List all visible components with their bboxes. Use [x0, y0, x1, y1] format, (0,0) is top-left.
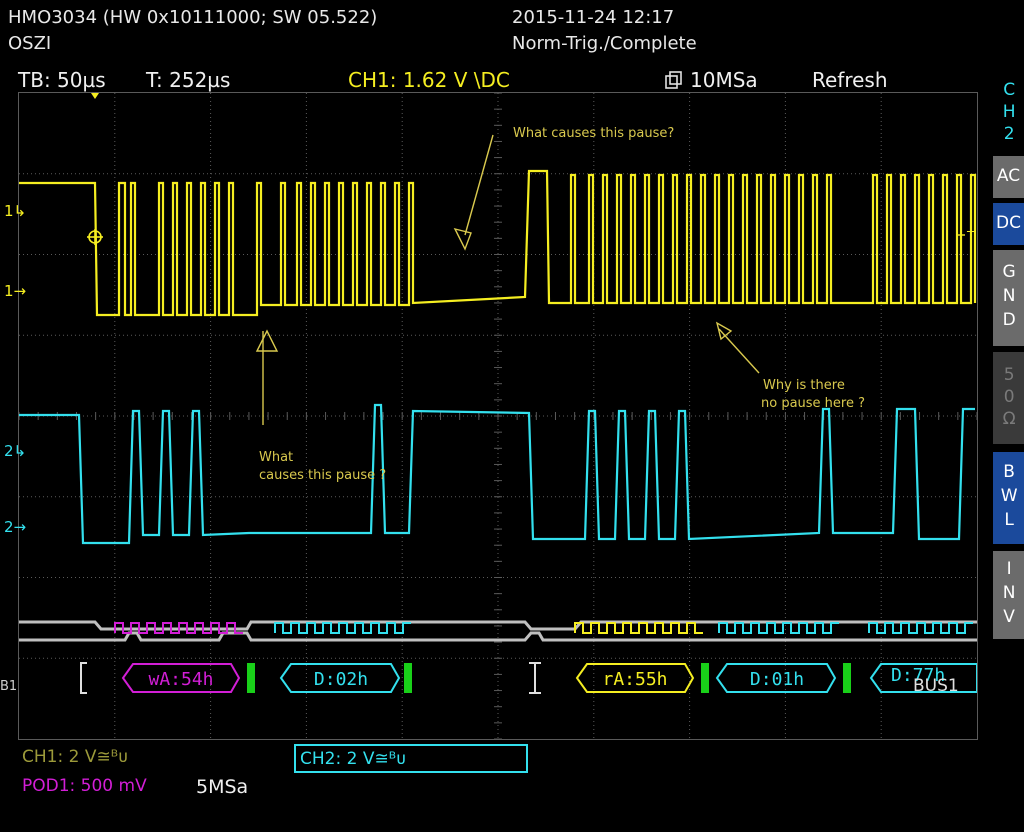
memory-stack-icon [664, 70, 684, 90]
ch2-scale-readout: CH2: 2 V≅ᴮᴜ [300, 749, 406, 769]
trigger-state: Norm-Trig./Complete [512, 33, 697, 54]
annotation-pause-left: What [259, 450, 293, 465]
trigger-level-marker[interactable]: T [957, 229, 975, 243]
bus-frame-wa54[interactable] [121, 663, 241, 693]
datetime: 2015-11-24 12:17 [512, 7, 675, 28]
coupling-gnd-button[interactable]: GND [993, 250, 1024, 346]
bus-frame-d02[interactable] [279, 663, 401, 693]
ch2-trace [19, 403, 975, 545]
waveform-display[interactable]: wA:54h D:02h rA:55h D:01h D:77h BUS1 T W… [18, 92, 978, 740]
bus-frame-label: D:02h [314, 669, 368, 690]
side-menu-title: CH2 [999, 80, 1020, 146]
bus-frame-d01[interactable] [715, 663, 837, 693]
ack-marker [247, 663, 255, 693]
coupling-dc-button[interactable]: DC [993, 203, 1024, 245]
ack-marker [404, 663, 412, 693]
impedance-50ohm-button[interactable]: 50Ω [993, 352, 1024, 444]
trigger-point-icon [87, 229, 103, 245]
bus-decode-row [80, 662, 977, 694]
instrument-model: HMO3034 (HW 0x10111000; SW 05.522) [8, 7, 378, 28]
bus-frame-label: D:77h [891, 665, 945, 686]
bandwidth-limit-button[interactable]: BWL [993, 452, 1024, 544]
ack-marker [843, 663, 851, 693]
svg-text:T: T [966, 229, 975, 243]
ch2-ground-marker[interactable]: 2→ [4, 518, 27, 536]
bus-frame-label: wA:54h [148, 669, 213, 690]
ch1-level-marker[interactable]: 1↳ [4, 202, 27, 220]
annotation-pause-top: What causes this pause? [513, 126, 674, 141]
bus-frame-label: rA:55h [602, 669, 667, 690]
ch1-trace [19, 169, 977, 317]
bus-name-label: BUS1 [913, 676, 959, 696]
pod1-sample-rate: 5MSa [196, 776, 249, 798]
bus-ref-marker[interactable]: B1 [0, 679, 18, 694]
trigger-source-readout[interactable]: CH1: 1.62 V \DC [348, 68, 510, 92]
pod1-scale-readout[interactable]: POD1: 500 mV [22, 776, 147, 796]
bus-frame-d77[interactable] [869, 663, 977, 693]
sample-rate-readout[interactable]: 10MSa [690, 68, 758, 92]
mode-label: OSZI [8, 33, 52, 54]
ch2-level-marker[interactable]: 2↳ [4, 442, 27, 460]
ack-marker [701, 663, 709, 693]
ch1-scale-readout[interactable]: CH1: 2 V≅ᴮᴜ [22, 747, 128, 767]
pod1-digital-lanes [19, 620, 977, 642]
timebase-readout[interactable]: TB: 50µs [18, 68, 106, 92]
coupling-ac-button[interactable]: AC [993, 156, 1024, 198]
waveform-plot: wA:54h D:02h rA:55h D:01h D:77h BUS1 T W… [19, 93, 977, 739]
annotation-no-pause: Why is there [763, 378, 845, 393]
annotation-arrows [255, 134, 760, 425]
trigger-time-readout[interactable]: T: 252µs [146, 68, 231, 92]
annotation-pause-left: causes this pause ? [259, 468, 386, 483]
invert-button[interactable]: INV [993, 551, 1024, 639]
ch1-ground-marker[interactable]: 1→ [4, 282, 27, 300]
ch2-scale-box[interactable]: CH2: 2 V≅ᴮᴜ [294, 744, 528, 773]
trigger-position-marker[interactable] [91, 93, 99, 99]
bus-frame-label: D:01h [750, 669, 804, 690]
acquire-mode-readout[interactable]: Refresh [812, 68, 888, 92]
bus-frame-ra55[interactable] [575, 663, 695, 693]
annotation-no-pause: no pause here ? [761, 396, 865, 411]
